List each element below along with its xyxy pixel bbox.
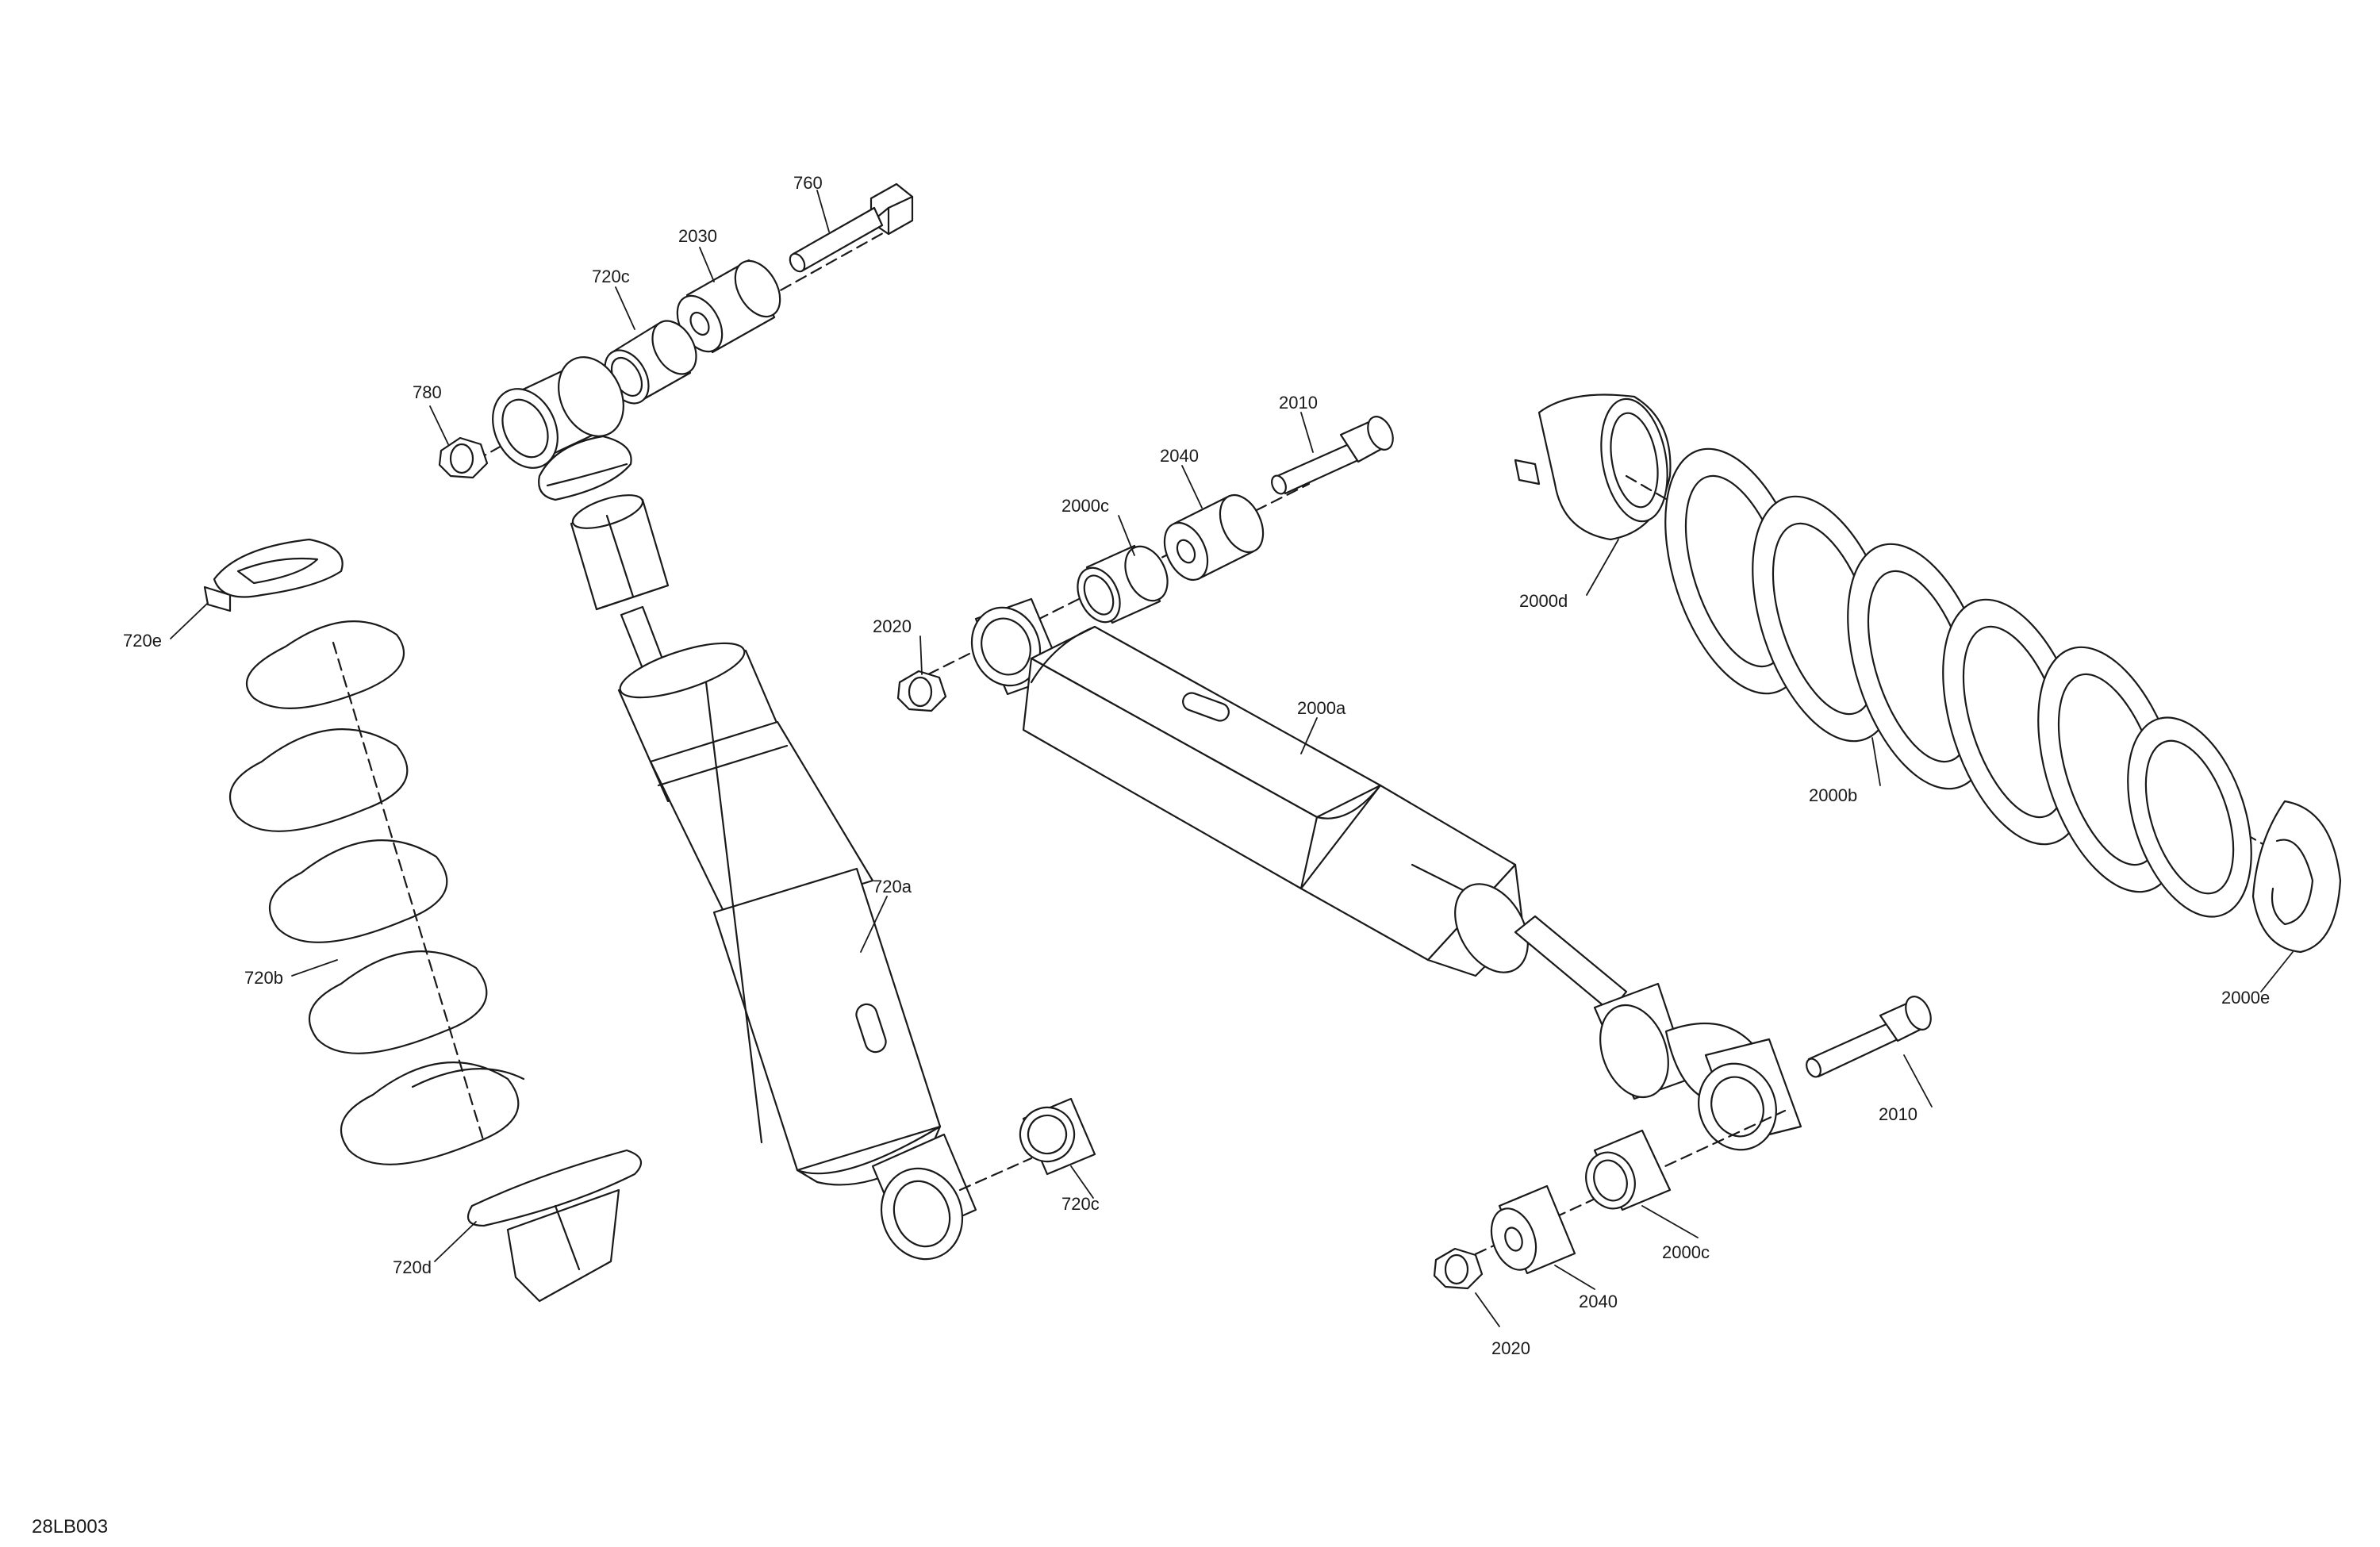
label-2000b: 2000b (1809, 785, 1857, 805)
part-2000d-adjuster-ring (1514, 393, 1672, 541)
label-2000a: 2000a (1297, 698, 1346, 718)
label-720c-top: 720c (592, 267, 630, 286)
part-720a-top-eye (492, 356, 624, 469)
part-2000b-spring (1664, 447, 2252, 918)
part-2010-bolt-top (1271, 416, 1394, 495)
part-720c-bushing-bottom (1019, 1097, 1096, 1176)
label-2010-top: 2010 (1279, 393, 1318, 413)
part-720e-retainer (203, 538, 344, 612)
label-2000d: 2000d (1519, 591, 1568, 611)
part-720d-spring-seat (466, 1149, 643, 1303)
label-720e: 720e (123, 631, 162, 651)
label-2040-bottom: 2040 (1579, 1292, 1618, 1311)
part-2000a-shock-body (1022, 625, 1529, 977)
label-2030: 2030 (678, 226, 717, 246)
label-2000c-top: 2000c (1061, 496, 1109, 516)
part-2040-spacer-bottom (1490, 1184, 1576, 1275)
part-2020-nut-left (896, 670, 947, 712)
part-2040-spacer-top (1163, 493, 1265, 582)
label-2040-top: 2040 (1160, 446, 1199, 466)
part-2000a-rod (1514, 915, 1628, 1013)
label-780: 780 (413, 382, 442, 402)
label-720a: 720a (873, 877, 912, 896)
label-2010-bottom: 2010 (1879, 1104, 1917, 1124)
label-2000c-bottom: 2000c (1662, 1242, 1710, 1262)
part-760-bolt (789, 182, 914, 273)
part-780-nut (438, 436, 489, 479)
part-720a-bottom-eye (871, 1133, 977, 1261)
part-720a-top-mount (538, 435, 632, 501)
part-720a-upper-body (570, 494, 670, 611)
label-720d: 720d (393, 1257, 432, 1277)
label-760: 760 (793, 173, 823, 193)
part-2000c-bushing-top (1077, 544, 1169, 624)
part-720a-shock-body (617, 642, 942, 1186)
part-2010-bolt-bottom (1806, 996, 1932, 1078)
label-2000e: 2000e (2221, 988, 2270, 1008)
part-2000c-bushing-bottom (1585, 1129, 1672, 1211)
label-2020-left: 2020 (873, 616, 912, 636)
part-2000a-bottom-eye (1698, 1038, 1802, 1151)
label-720b: 720b (244, 968, 283, 988)
part-720b-spring (228, 620, 525, 1165)
label-720c-bottom: 720c (1061, 1194, 1100, 1214)
part-2020-nut-bottom (1433, 1247, 1484, 1290)
label-2020-bottom: 2020 (1491, 1338, 1530, 1358)
figure-code: 28LB003 (32, 1516, 108, 1537)
part-2000e-retainer (2251, 800, 2342, 954)
